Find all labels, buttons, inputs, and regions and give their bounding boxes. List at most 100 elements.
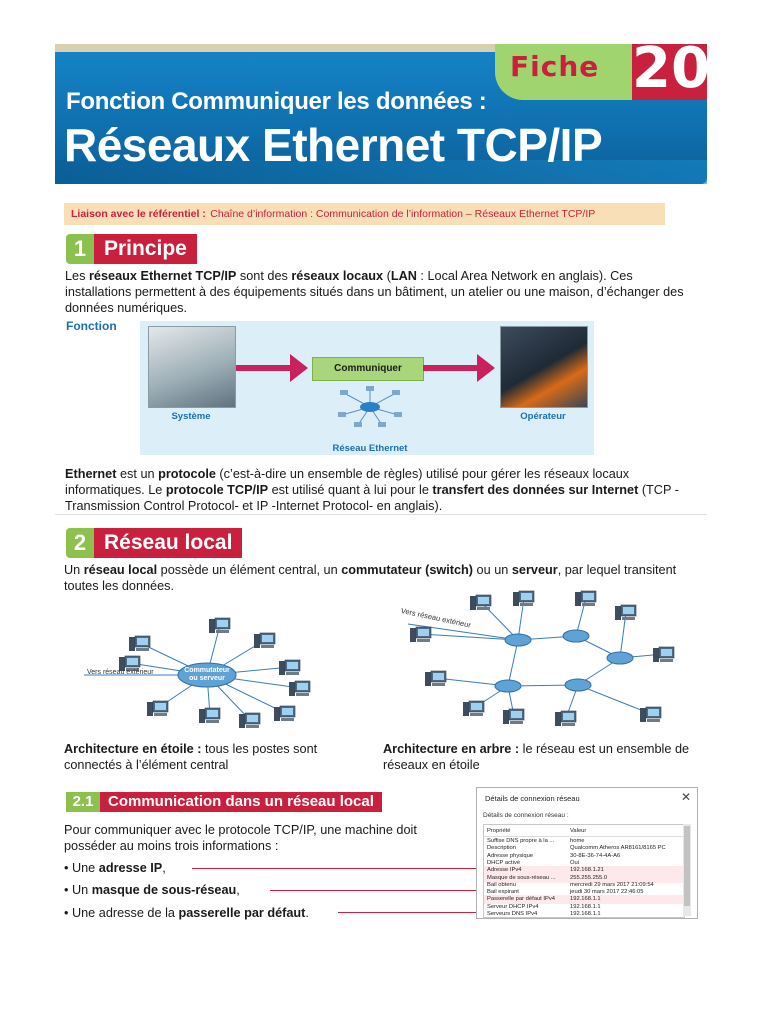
row-value: home: [570, 838, 585, 844]
star-external-label: Vers réseau extérieur: [87, 669, 154, 676]
bullet-ip-pre: • Une: [64, 861, 99, 875]
computer-icon: [513, 590, 535, 606]
table-row[interactable]: Description Qualcomm Atheros AR8161/8165 …: [484, 844, 684, 853]
computer-icon: [503, 708, 525, 724]
network-details-dialog: Détails de connexion réseau ✕ Détails de…: [476, 787, 698, 919]
text-span: possède un élément central, un: [157, 563, 342, 577]
bold-text: réseaux Ethernet TCP/IP: [88, 269, 237, 283]
bullet-gateway: • Une adresse de la passerelle par défau…: [64, 905, 309, 921]
bullet-mask-post: ,: [236, 883, 240, 897]
bold-text: réseau local: [83, 563, 158, 577]
bullet-mask-pre: • Un: [64, 883, 92, 897]
computer-icon: [463, 700, 485, 716]
bullet-gateway-bold: passerelle par défaut: [178, 906, 306, 920]
tree-caption-text: le réseau est un ensemble de réseaux en …: [383, 742, 690, 772]
dialog-scrollbar-thumb[interactable]: [684, 826, 690, 906]
page-subtitle: Fonction Communiquer les données :: [66, 88, 487, 115]
row-property: Masque de sous-réseau ...: [487, 874, 556, 881]
text-span: est utilisé quant à lui pour le: [268, 483, 433, 497]
computer-icon: [555, 710, 577, 726]
table-header-row: Propriété Valeur: [484, 827, 684, 838]
computer-icon: [274, 705, 296, 721]
header-top-strip: [55, 44, 707, 52]
star-center-label: Commutateur ou serveur: [178, 667, 236, 683]
row-property: DHCP activé: [487, 859, 521, 866]
row-value: mercredi 29 mars 2017 21:09:54: [570, 881, 654, 888]
network-link: [507, 639, 519, 687]
page-title: Réseaux Ethernet TCP/IP: [64, 119, 603, 171]
row-property: Adresse IPv4: [487, 867, 522, 874]
switch-icon: [606, 651, 634, 665]
switch-icon: [494, 679, 522, 693]
system-photo: [148, 326, 236, 408]
computer-icon: [119, 655, 141, 671]
row-value: Qualcomm Atheros AR8161/8165 PC: [570, 845, 666, 852]
dialog-properties-table: Propriété Valeur Suffixe DNS propre à la…: [483, 824, 685, 918]
computer-icon: [575, 590, 597, 606]
computer-icon: [470, 594, 492, 610]
row-property: Adresse physique: [487, 852, 534, 859]
row-value: Oui: [570, 859, 580, 866]
operator-label: Opérateur: [520, 411, 566, 422]
fonction-label: Fonction: [66, 319, 117, 333]
table-row[interactable]: DHCP activé Oui: [484, 859, 684, 868]
central-switch-icon: [177, 662, 237, 688]
ethernet-network-icon: [338, 386, 402, 427]
switch-icon: [564, 678, 592, 692]
table-header-value: Valeur: [570, 828, 587, 834]
text-span: (c’est-à-dire un ensemble de règles) uti…: [65, 467, 630, 497]
star-caption-text: tous les postes sont connectés à l’éléme…: [64, 742, 318, 772]
section2-paragraph: Un réseau local possède un élément centr…: [64, 562, 700, 594]
section1-paragraph1: Les réseaux Ethernet TCP/IP sont des rés…: [65, 268, 685, 316]
bold-text: commutateur (switch): [341, 563, 474, 577]
computer-icon: [147, 700, 169, 716]
text-span: est un: [116, 467, 159, 481]
network-link: [407, 623, 519, 641]
arrow-right-shaft: [423, 365, 479, 371]
computer-icon: [199, 707, 221, 723]
close-icon[interactable]: ✕: [680, 790, 691, 804]
bullet-ip-post: ,: [162, 861, 166, 875]
table-row[interactable]: Masque de sous-réseau ... 255.255.255.0: [484, 873, 684, 883]
row-property: Description: [487, 845, 516, 852]
section-divider: [55, 514, 707, 515]
bold-text: serveur: [511, 563, 558, 577]
arrow-left-shaft: [236, 365, 292, 371]
row-value: 30-8E-36-74-4A-A6: [570, 852, 621, 859]
computer-icon: [640, 706, 662, 722]
bold-text: transfert des données sur Internet: [432, 483, 639, 497]
star-caption: Architecture en étoile : tous les postes…: [64, 741, 364, 773]
referentiel-text: Chaîne d’information : Communication de …: [210, 208, 596, 220]
arrow-left-head: [290, 354, 308, 382]
table-row[interactable]: Suffixe DNS propre à la ...home: [484, 837, 684, 846]
computer-icon: [425, 670, 447, 686]
text-span: (TCP -Transmission Control Protocol- et …: [65, 483, 679, 513]
fiche-number-box: [632, 44, 707, 100]
row-value: jeudi 30 mars 2017 22:46:05: [570, 889, 644, 896]
bold-text: protocole: [158, 467, 216, 481]
section1-title: Principe: [94, 234, 197, 264]
fiche-number: 20: [632, 36, 710, 101]
row-value: 255.255.255.0: [570, 874, 608, 881]
pointer-line-gateway: [338, 912, 480, 913]
table-header-property: Propriété: [487, 828, 511, 834]
system-label: Système: [171, 411, 211, 422]
operator-photo: [500, 326, 588, 408]
referentiel-link-bar: Liaison avec le référentiel : Chaîne d’i…: [64, 203, 665, 225]
star-center-label-line2: ou serveur: [189, 675, 225, 682]
bullet-mask-bold: masque de sous-réseau: [91, 883, 237, 897]
fiche-label: Fiche: [510, 50, 600, 83]
arrow-right-head: [477, 354, 495, 382]
subsection21-title: Communication dans un réseau local: [100, 792, 382, 812]
table-row[interactable]: Adresse physique 30-8E-36-74-4A-A6: [484, 852, 684, 861]
bullet-mask: • Un masque de sous-réseau,: [64, 882, 240, 898]
text-span: Les: [65, 269, 89, 283]
pointer-line-ip: [192, 868, 480, 869]
bullet-ip-bold: adresse IP: [98, 861, 163, 875]
